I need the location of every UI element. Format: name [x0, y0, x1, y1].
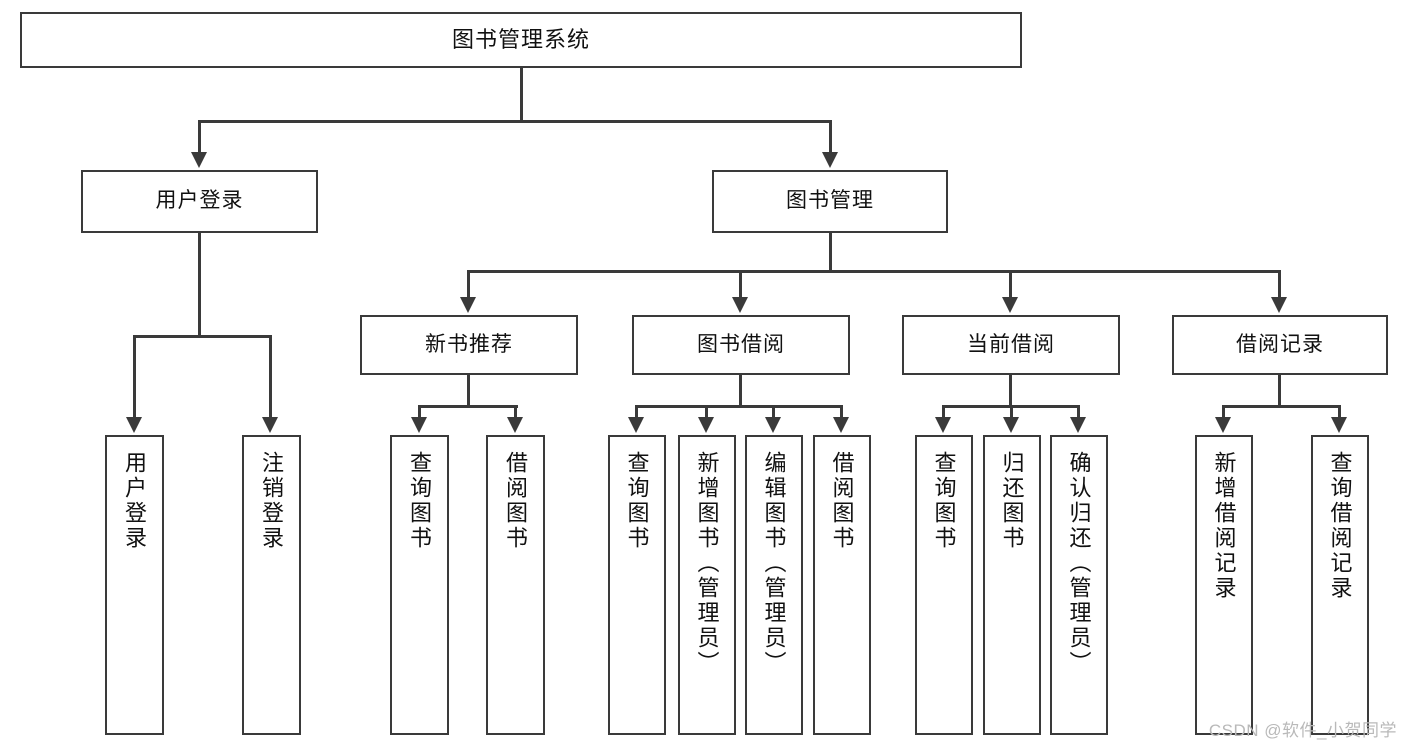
- connector-new-book-recommend-stem: [467, 375, 470, 407]
- connector-to-new-book-recommend: [467, 270, 470, 297]
- leaf-add-book-label: 新增图书（管理员）: [694, 451, 720, 676]
- leaf-query-record-label: 查询借阅记录: [1327, 451, 1353, 601]
- connector-book-management-bar: [467, 270, 1280, 273]
- arrow-to-user-login: [191, 152, 207, 168]
- arrow-to-book-management: [822, 152, 838, 168]
- node-user-login-label: 用户登录: [155, 189, 244, 213]
- leaf-edit-book-label: 编辑图书（管理员）: [761, 451, 787, 676]
- arrow-leaf-return-book: [1003, 417, 1019, 433]
- arrow-leaf-query-book-1: [411, 417, 427, 433]
- connector-root-bar: [198, 120, 832, 123]
- arrow-leaf-logout-login: [262, 417, 278, 433]
- connector-root-stem: [520, 68, 523, 122]
- arrow-leaf-query-book-3: [935, 417, 951, 433]
- connector-bb-child-4: [840, 405, 843, 417]
- arrow-leaf-borrow-book-1: [507, 417, 523, 433]
- connector-bb-child-2: [705, 405, 708, 417]
- node-root-system[interactable]: 图书管理系统: [20, 12, 1022, 68]
- arrow-to-current-borrow: [1002, 297, 1018, 313]
- connector-book-borrow-stem: [739, 375, 742, 407]
- leaf-borrow-book-2[interactable]: 借阅图书: [813, 435, 871, 735]
- connector-nbr-child-2: [514, 405, 517, 417]
- node-new-book-recommend-label: 新书推荐: [425, 332, 513, 356]
- node-borrow-record-label: 借阅记录: [1236, 332, 1324, 356]
- arrow-leaf-confirm-return: [1070, 417, 1086, 433]
- node-user-login[interactable]: 用户登录: [81, 170, 318, 233]
- leaf-logout-login[interactable]: 注销登录: [242, 435, 301, 735]
- arrow-to-borrow-record: [1271, 297, 1287, 313]
- connector-new-book-recommend-bar: [418, 405, 518, 408]
- node-current-borrow[interactable]: 当前借阅: [902, 315, 1120, 375]
- arrow-leaf-add-book: [698, 417, 714, 433]
- leaf-borrow-book-1-label: 借阅图书: [503, 451, 529, 551]
- connector-nbr-child-1: [418, 405, 421, 417]
- node-book-management-label: 图书管理: [786, 189, 874, 213]
- leaf-query-book-3[interactable]: 查询图书: [915, 435, 973, 735]
- leaf-query-book-1[interactable]: 查询图书: [390, 435, 449, 735]
- node-borrow-record[interactable]: 借阅记录: [1172, 315, 1388, 375]
- arrow-leaf-borrow-book-2: [833, 417, 849, 433]
- leaf-query-book-1-label: 查询图书: [407, 451, 433, 551]
- leaf-query-book-3-label: 查询图书: [931, 451, 957, 551]
- leaf-borrow-book-1[interactable]: 借阅图书: [486, 435, 545, 735]
- connector-to-book-borrow: [739, 270, 742, 297]
- leaf-add-record-label: 新增借阅记录: [1211, 451, 1237, 601]
- leaf-query-record[interactable]: 查询借阅记录: [1311, 435, 1369, 735]
- leaf-confirm-return[interactable]: 确认归还（管理员）: [1050, 435, 1108, 735]
- connector-bb-child-3: [772, 405, 775, 417]
- node-book-borrow-label: 图书借阅: [697, 332, 785, 356]
- node-root-system-label: 图书管理系统: [451, 27, 590, 53]
- connector-borrow-record-bar: [1222, 405, 1340, 408]
- arrow-to-book-borrow: [732, 297, 748, 313]
- csdn-watermark: CSDN @软件_小贺同学: [1208, 721, 1397, 740]
- connector-to-borrow-record: [1278, 270, 1281, 297]
- leaf-add-record[interactable]: 新增借阅记录: [1195, 435, 1253, 735]
- connector-to-current-borrow: [1009, 270, 1012, 297]
- connector-user-login-child-1: [133, 335, 136, 417]
- leaf-add-book[interactable]: 新增图书（管理员）: [678, 435, 736, 735]
- connector-br-child-1: [1222, 405, 1225, 417]
- leaf-logout-login-label: 注销登录: [259, 451, 285, 551]
- leaf-query-book-2-label: 查询图书: [624, 451, 650, 551]
- node-book-borrow[interactable]: 图书借阅: [632, 315, 850, 375]
- connector-borrow-record-stem: [1278, 375, 1281, 407]
- connector-user-login-bar: [133, 335, 271, 338]
- connector-cb-child-2: [1010, 405, 1013, 417]
- connector-book-borrow-bar: [635, 405, 842, 408]
- connector-user-login-child-2: [269, 335, 272, 417]
- connector-book-management-stem: [829, 233, 832, 272]
- arrow-leaf-query-book-2: [628, 417, 644, 433]
- node-book-management[interactable]: 图书管理: [712, 170, 948, 233]
- connector-to-book-management: [829, 120, 832, 152]
- leaf-confirm-return-label: 确认归还（管理员）: [1066, 451, 1092, 676]
- leaf-query-book-2[interactable]: 查询图书: [608, 435, 666, 735]
- leaf-user-login-label: 用户登录: [122, 451, 148, 551]
- node-current-borrow-label: 当前借阅: [967, 332, 1055, 356]
- arrow-leaf-user-login: [126, 417, 142, 433]
- connector-user-login-stem: [198, 233, 201, 335]
- leaf-user-login[interactable]: 用户登录: [105, 435, 164, 735]
- arrow-leaf-add-record: [1215, 417, 1231, 433]
- arrow-to-new-book-recommend: [460, 297, 476, 313]
- connector-to-user-login: [198, 120, 201, 152]
- leaf-borrow-book-2-label: 借阅图书: [829, 451, 855, 551]
- leaf-return-book[interactable]: 归还图书: [983, 435, 1041, 735]
- connector-cb-child-1: [942, 405, 945, 417]
- leaf-edit-book[interactable]: 编辑图书（管理员）: [745, 435, 803, 735]
- node-new-book-recommend[interactable]: 新书推荐: [360, 315, 578, 375]
- connector-current-borrow-stem: [1009, 375, 1012, 407]
- connector-bb-child-1: [635, 405, 638, 417]
- arrow-leaf-query-record: [1331, 417, 1347, 433]
- arrow-leaf-edit-book: [765, 417, 781, 433]
- connector-br-child-2: [1338, 405, 1341, 417]
- connector-cb-child-3: [1077, 405, 1080, 417]
- leaf-return-book-label: 归还图书: [999, 451, 1025, 551]
